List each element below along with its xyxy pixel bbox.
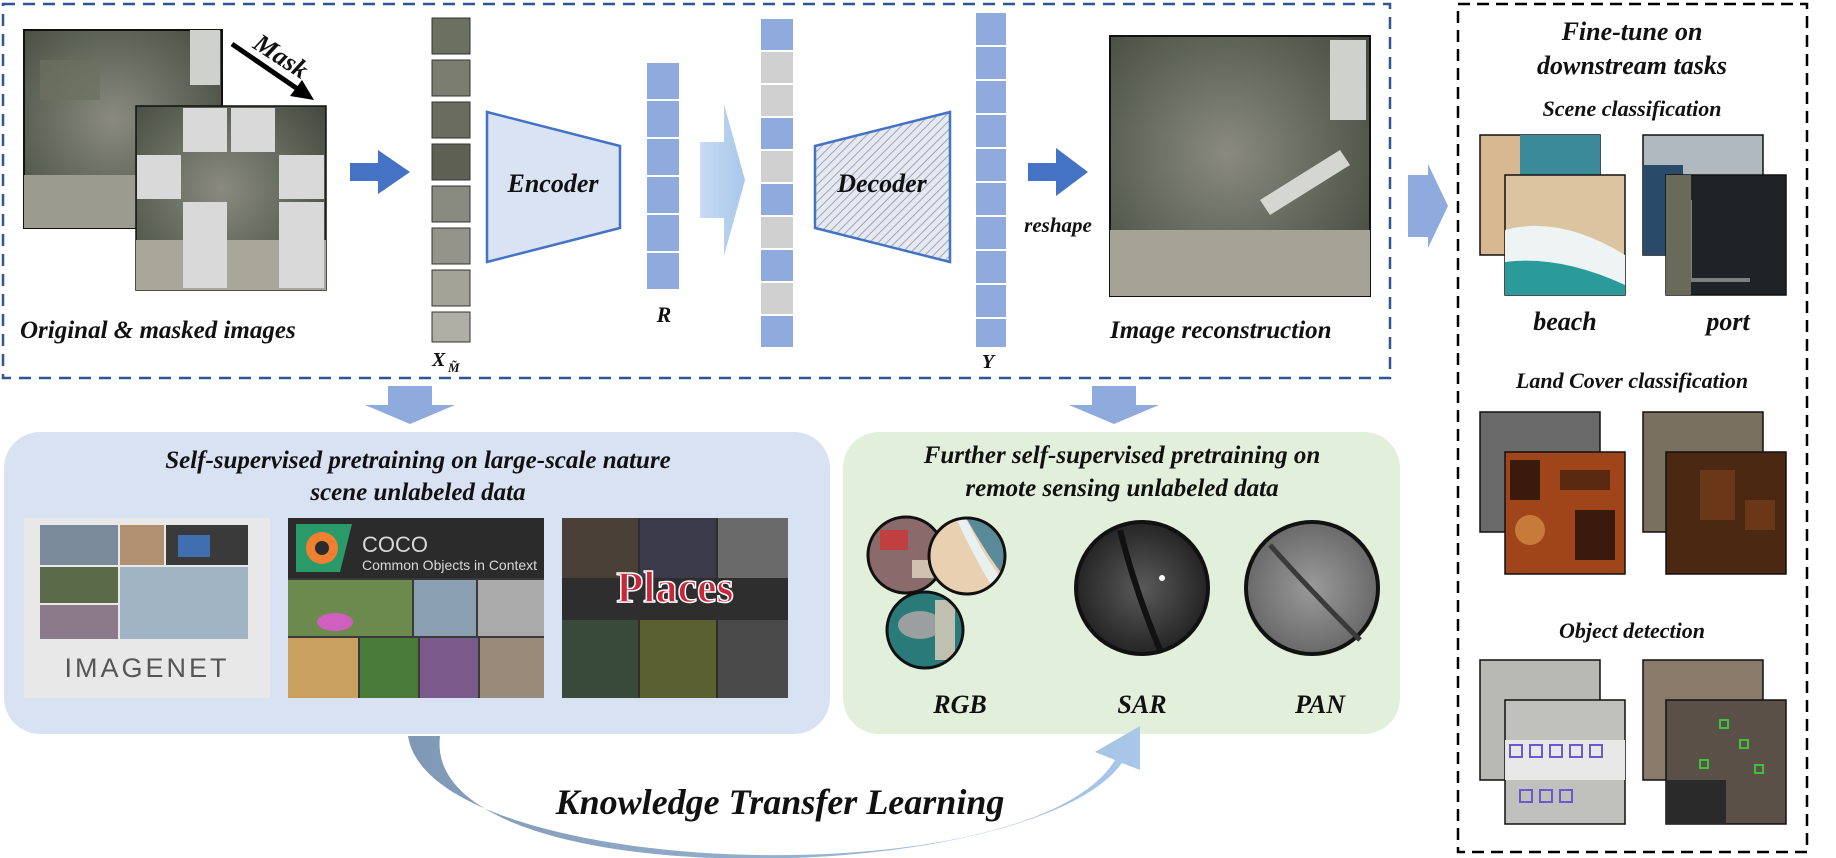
object-detection-title: Object detection (1559, 618, 1705, 643)
rs-title-line1: Further self-supervised pretraining on (923, 442, 1321, 469)
mask-arrow (230, 41, 304, 95)
full-token-sequence (759, 17, 795, 349)
flow-arrow-finetune (1408, 164, 1448, 248)
beach-sample (1479, 134, 1626, 296)
imagenet-logo-text: IMAGENET (64, 653, 229, 683)
reshape-label: reshape (1024, 213, 1092, 237)
coco-subtitle: Common Objects in Context (362, 557, 537, 573)
flow-arrow-unmask (700, 104, 745, 256)
masked-image (135, 105, 327, 291)
landcover-sample-2 (1642, 411, 1787, 575)
flow-arrow-tokens (350, 150, 410, 194)
nature-title-line1: Self-supervised pretraining on large-sca… (165, 447, 671, 474)
landcover-sample-1 (1479, 411, 1626, 575)
places-logo-text: Places (616, 563, 733, 612)
down-arrow-rs (1069, 386, 1159, 424)
sar-label: SAR (1117, 690, 1166, 719)
flow-arrow-reshape (1028, 148, 1088, 196)
finetune-title-line1: Fine-tune on (1561, 17, 1703, 46)
rgb-samples (866, 515, 1007, 670)
decoder-label: Decoder (836, 169, 927, 198)
visible-patch-tokens (431, 17, 471, 343)
finetune-frame (1456, 2, 1809, 854)
beach-label: beach (1533, 307, 1597, 336)
encoder-label: Encoder (507, 169, 600, 198)
latent-label: R (656, 302, 672, 327)
original-masked-caption: Original & masked images (20, 317, 296, 344)
sar-sample (1074, 520, 1210, 656)
pan-label: PAN (1294, 690, 1346, 719)
encoder-block (485, 110, 622, 264)
output-tokens (974, 11, 1008, 349)
detection-sample-1 (1479, 659, 1626, 825)
rgb-label: RGB (932, 690, 986, 719)
coco-dataset: COCO Common Objects in Context (288, 518, 544, 698)
knowledge-transfer-label: Knowledge Transfer Learning (555, 782, 1005, 822)
imagenet-dataset: IMAGENET (24, 518, 270, 698)
port-sample (1642, 134, 1787, 296)
detection-sample-2 (1642, 659, 1787, 825)
nature-title-line2: scene unlabeled data (309, 479, 525, 506)
reconstruction-caption: Image reconstruction (1109, 317, 1332, 344)
landcover-title: Land Cover classification (1515, 368, 1748, 393)
pan-sample (1244, 520, 1380, 656)
latent-tokens (645, 61, 681, 291)
finetune-title-line2: downstream tasks (1537, 51, 1727, 80)
tokens-label: X (431, 349, 446, 371)
rs-title-line2: remote sensing unlabeled data (965, 475, 1278, 502)
down-arrow-nature (365, 386, 455, 424)
coco-title: COCO (362, 532, 428, 557)
output-label: Y (982, 351, 996, 373)
tokens-subscript: M̃ (447, 360, 460, 375)
decoder-block (813, 110, 952, 264)
places-dataset: Places (562, 518, 788, 698)
scene-classification-title: Scene classification (1542, 96, 1721, 121)
reconstructed-image (1109, 35, 1371, 297)
port-label: port (1704, 307, 1750, 336)
